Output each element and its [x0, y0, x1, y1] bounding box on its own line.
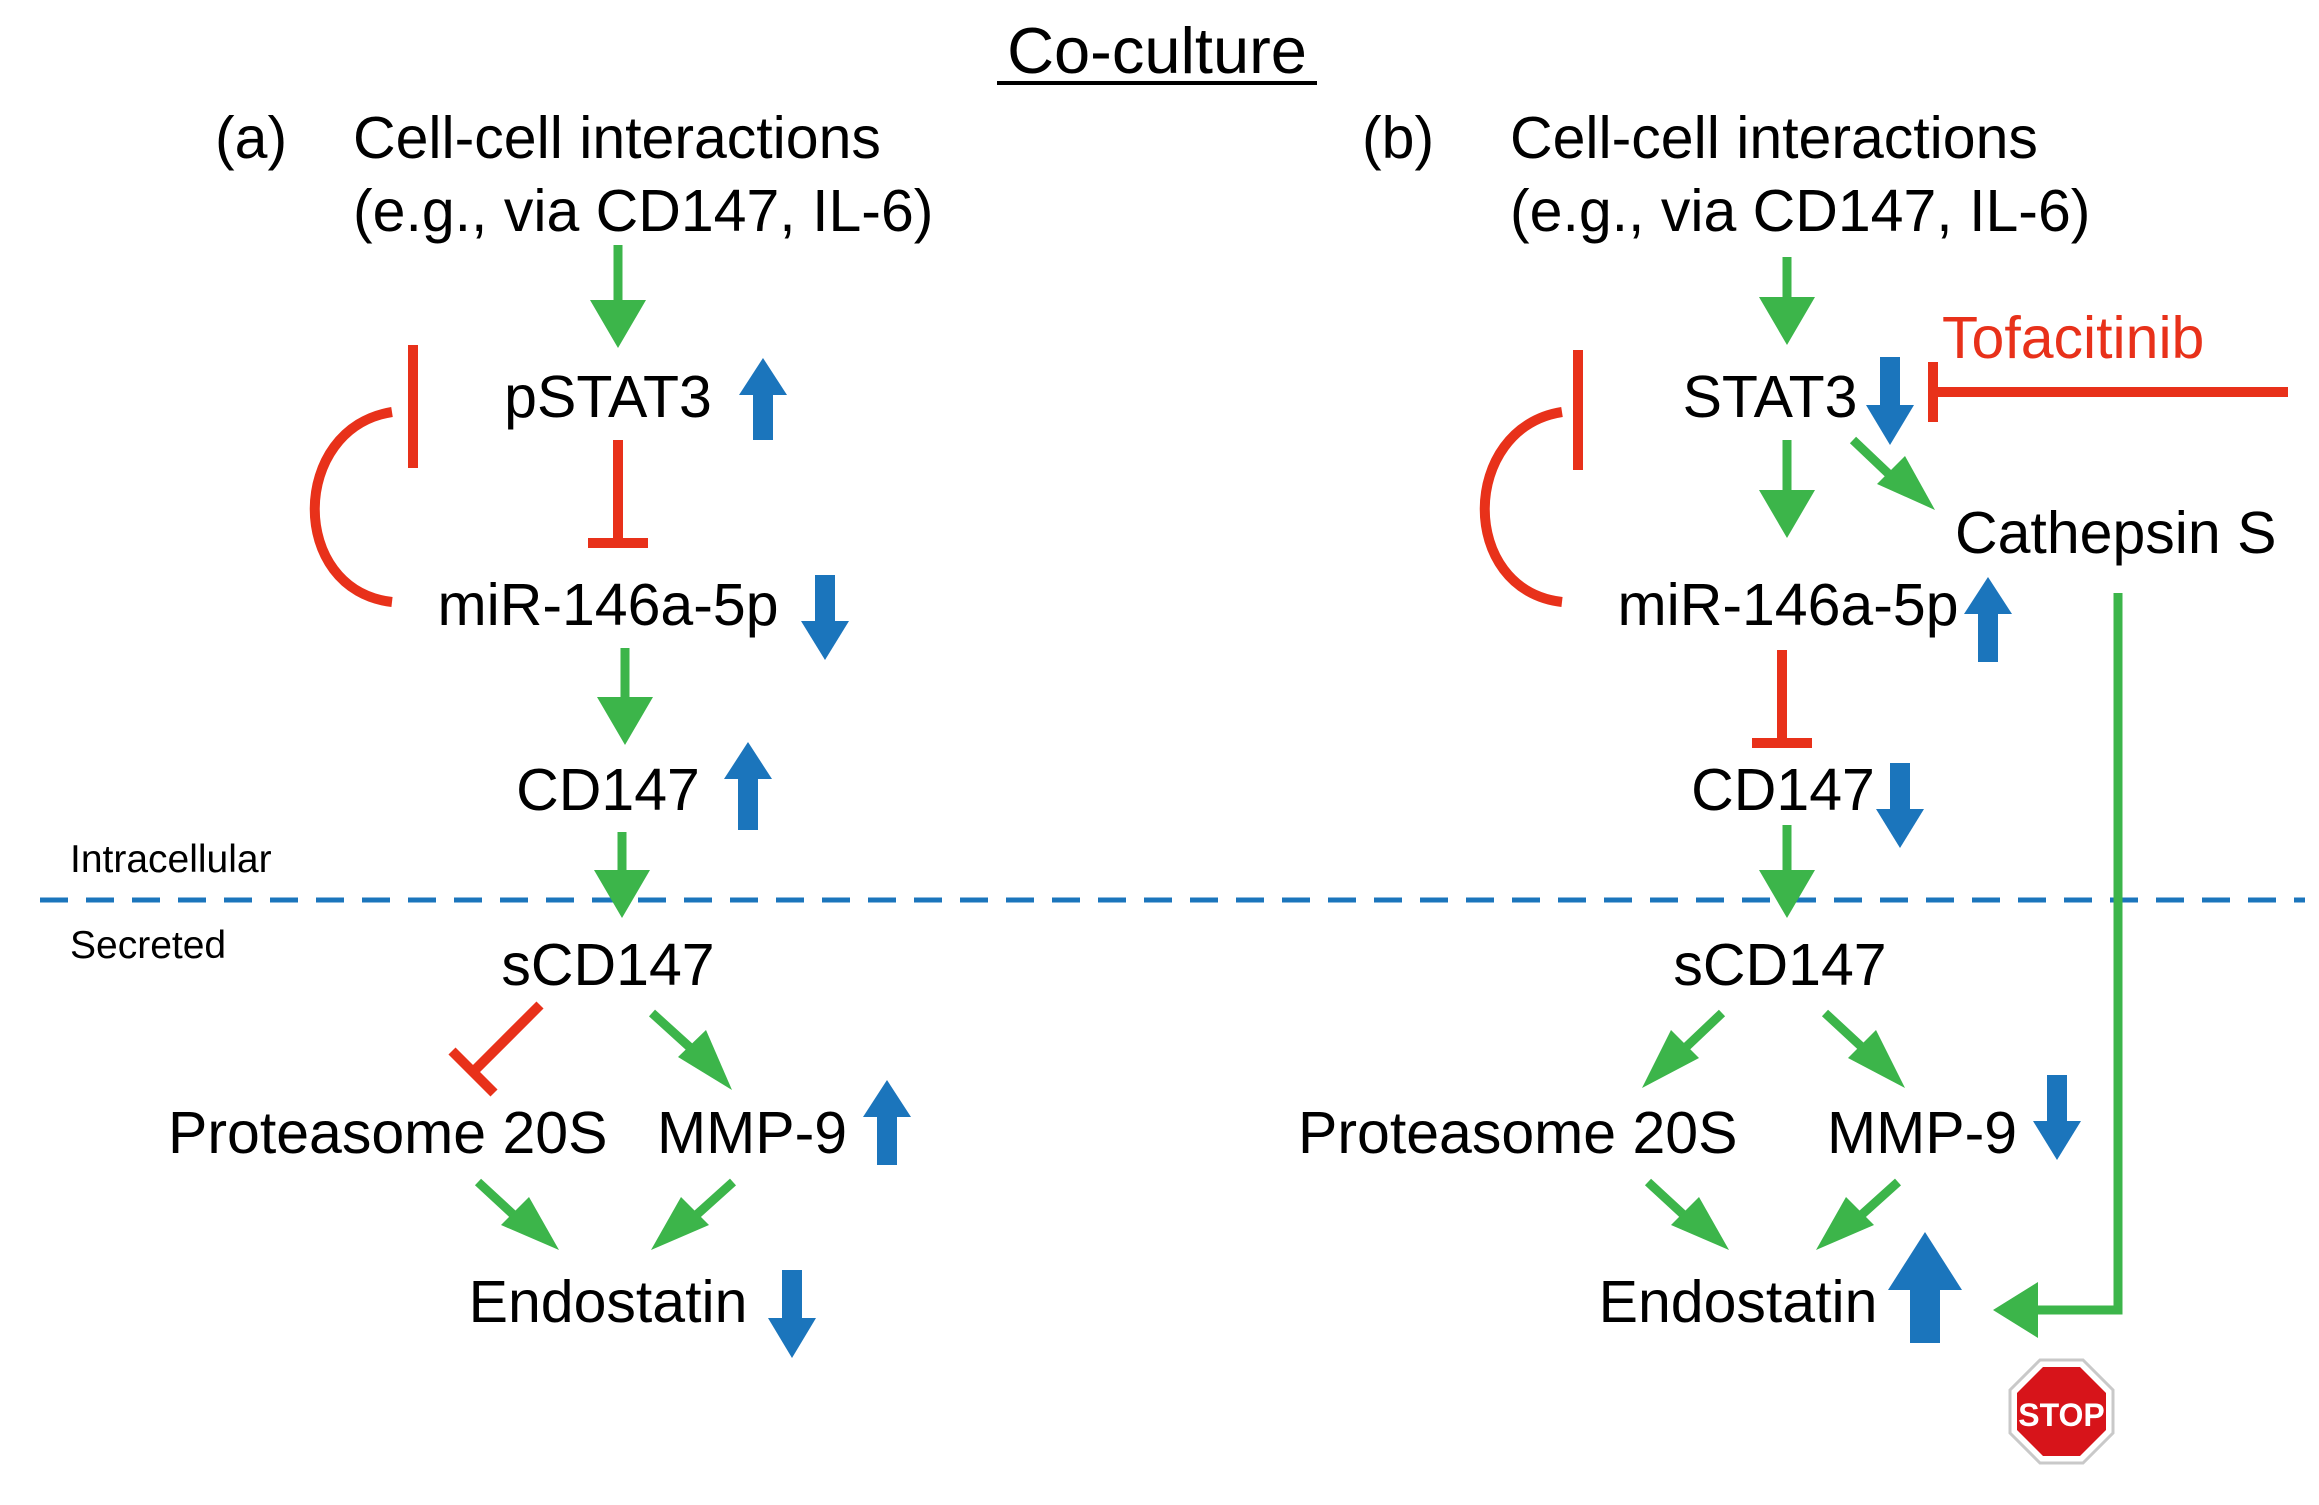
panel-a-label: (a) [215, 105, 287, 171]
panel-b-mir: miR-146a-5p [1617, 572, 1958, 638]
panel-a-cd147: CD147 [516, 757, 700, 823]
panel-b-cd147-down-arrow [1876, 763, 1924, 848]
activation-arrow [1821, 1009, 1905, 1088]
secreted-label: Secreted [70, 924, 226, 967]
activation-arrow [1759, 257, 1815, 345]
panel-b-drug: Tofacitinib [1942, 305, 2204, 371]
stop-sign-text: STOP [2018, 1397, 2105, 1433]
panel-a-stimulus-line2: (e.g., via CD147, IL-6) [353, 178, 933, 244]
panel-a-mir: miR-146a-5p [437, 572, 778, 638]
panel-b-mmp9-down-arrow [2033, 1075, 2081, 1160]
panel-b-mmp9: MMP-9 [1827, 1100, 2017, 1166]
activation-arrow [651, 1178, 737, 1250]
panel-b-cd147: CD147 [1691, 757, 1875, 823]
activation-arrow [474, 1178, 559, 1250]
activation-arrow [1816, 1178, 1902, 1250]
panel-b-endostatin: Endostatin [1599, 1269, 1878, 1335]
panel-a-endostatin-down-arrow [768, 1270, 816, 1358]
inhibition-arrow [588, 440, 648, 548]
activation-arrow [1759, 825, 1815, 918]
activation-arrow [1759, 440, 1815, 538]
stop-sign-icon: STOP [2008, 1358, 2115, 1465]
panel-a-scd147: sCD147 [501, 932, 714, 998]
panel-b-endostatin-up-arrow [1888, 1232, 1962, 1343]
feedback-inhibition [309, 345, 418, 607]
drug-inhibition [1928, 362, 2288, 422]
activation-arrow [648, 1009, 732, 1090]
panel-b-stimulus-line1: Cell-cell interactions [1510, 105, 2038, 171]
inhibition-arrow [448, 1001, 544, 1097]
activation-arrow [597, 648, 653, 745]
activation-arrow [590, 245, 646, 348]
panel-a-proteasome: Proteasome 20S [168, 1100, 607, 1166]
activation-arrow [1644, 1178, 1729, 1250]
panel-b-cathepsin: Cathepsin S [1955, 500, 2276, 566]
panel-a-endostatin: Endostatin [469, 1269, 748, 1335]
activation-arrow [594, 832, 650, 918]
panel-a-stat3: pSTAT3 [504, 364, 712, 430]
panel-a-mmp9-up-arrow [863, 1080, 911, 1165]
panel-b-stimulus-line2: (e.g., via CD147, IL-6) [1510, 178, 2090, 244]
panel-a-mmp9: MMP-9 [657, 1100, 847, 1166]
panel-a-cd147-up-arrow [724, 742, 772, 830]
activation-arrow [1849, 436, 1935, 510]
cathepsin-to-endostatin-arrow [1993, 593, 2123, 1338]
intracellular-label: Intracellular [70, 838, 272, 881]
feedback-inhibition [1479, 350, 1583, 607]
activation-arrow [1642, 1009, 1726, 1088]
panel-a-mir-down-arrow [801, 575, 849, 660]
panel-b-stat3-down-arrow [1866, 357, 1914, 445]
panel-a-stimulus-line1: Cell-cell interactions [353, 105, 881, 171]
panel-a-stat3-up-arrow [739, 358, 787, 440]
panel-b-scd147: sCD147 [1673, 932, 1886, 998]
panel-a: (a) Cell-cell interactions (e.g., via CD… [168, 105, 933, 1358]
panel-b-mir-up-arrow [1964, 577, 2012, 662]
diagram-title: Co-culture [1007, 14, 1307, 87]
inhibition-arrow [1752, 650, 1812, 748]
panel-b-stat3: STAT3 [1683, 364, 1858, 430]
panel-b: (b) Cell-cell interactions (e.g., via CD… [1298, 105, 2288, 1465]
panel-b-label: (b) [1362, 105, 1434, 171]
panel-b-proteasome: Proteasome 20S [1298, 1100, 1737, 1166]
